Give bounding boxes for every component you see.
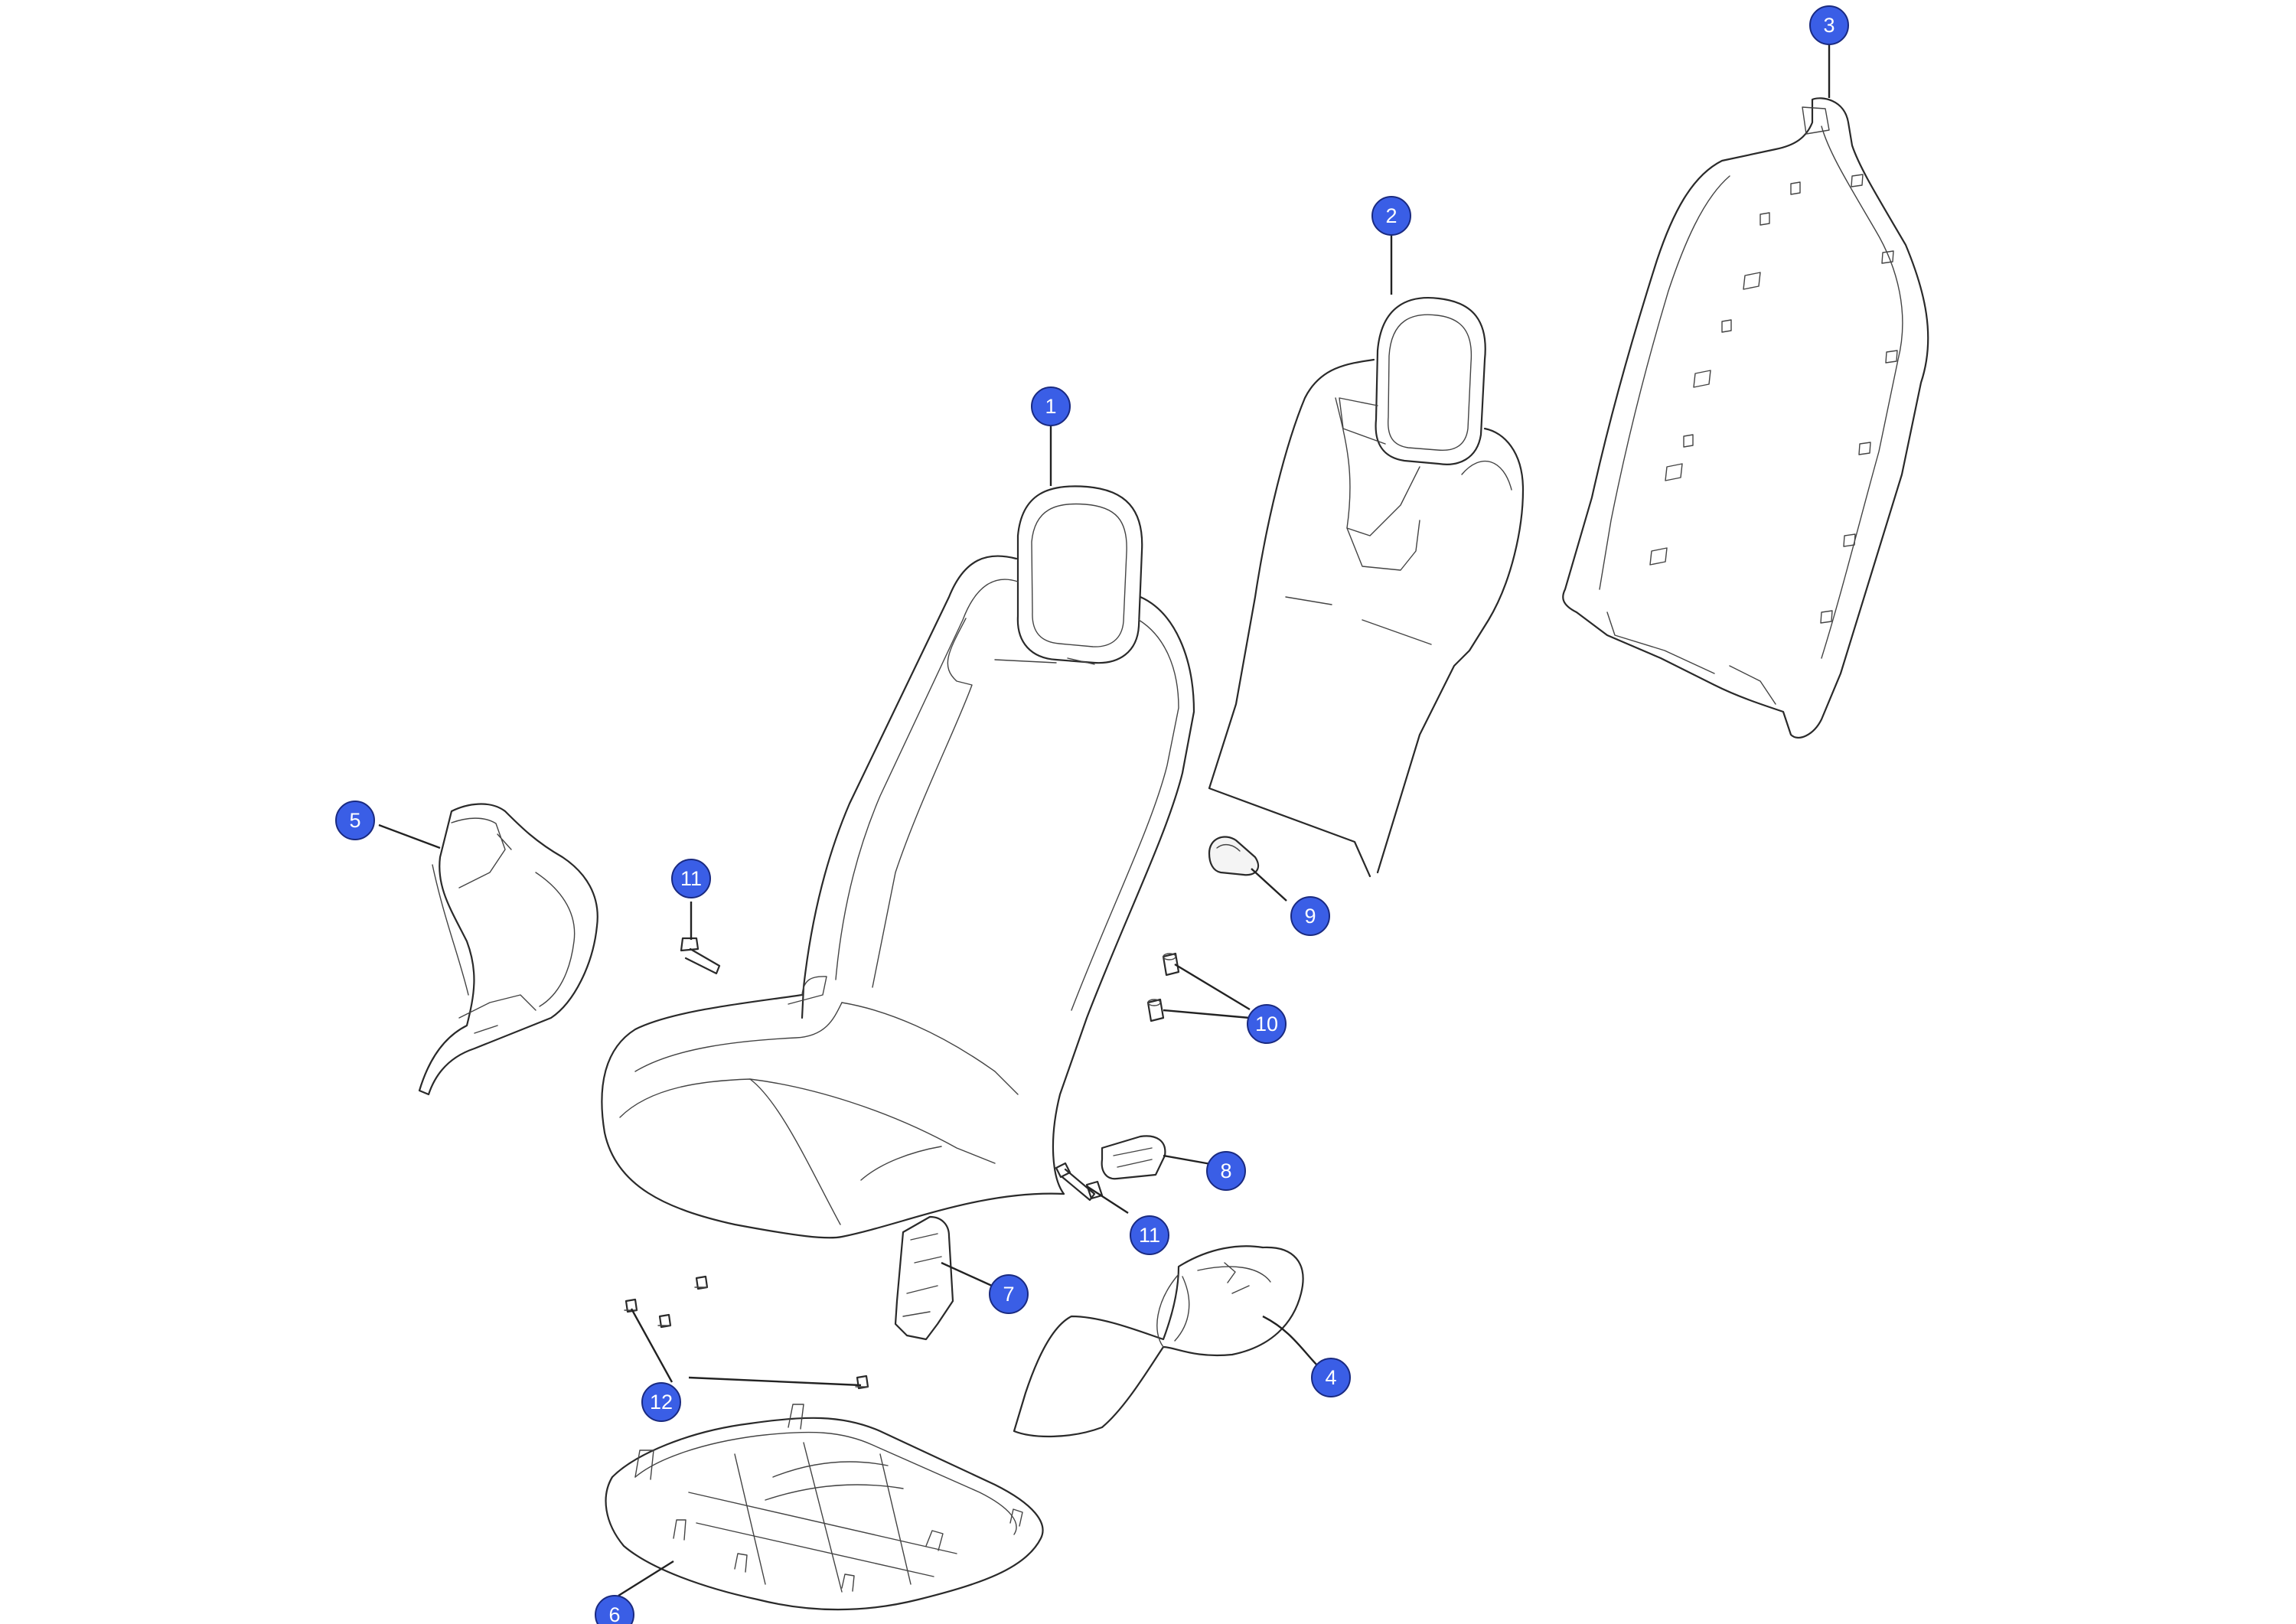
backrest-foam: [1208, 297, 1525, 878]
svg-text:12: 12: [650, 1391, 673, 1414]
trim-clip: [1101, 1135, 1166, 1180]
leader-lines: [378, 43, 1831, 1597]
svg-text:11: 11: [680, 867, 702, 890]
seat-base-frame: [605, 1404, 1044, 1611]
callouts: 1 2 3 4 5 6 7 8: [335, 5, 1849, 1624]
callout-5[interactable]: 5: [335, 801, 375, 840]
svg-text:7: 7: [1003, 1283, 1014, 1306]
callout-9[interactable]: 9: [1290, 896, 1330, 936]
seat-assembly: [601, 485, 1195, 1239]
hinge-bracket: [894, 1215, 954, 1341]
svg-text:5: 5: [349, 809, 360, 832]
svg-text:8: 8: [1220, 1159, 1231, 1182]
svg-text:3: 3: [1823, 14, 1835, 37]
callout-1[interactable]: 1: [1031, 386, 1071, 426]
pin-pair: [1146, 952, 1180, 1022]
svg-text:6: 6: [608, 1603, 620, 1624]
callout-12[interactable]: 12: [641, 1382, 681, 1422]
callout-7[interactable]: 7: [989, 1274, 1029, 1314]
callout-11-lower[interactable]: 11: [1130, 1215, 1169, 1255]
svg-text:10: 10: [1255, 1013, 1278, 1035]
bolt-upper: [680, 937, 721, 975]
backrest-frame: [1562, 97, 1929, 739]
svg-text:4: 4: [1325, 1366, 1336, 1389]
callout-8[interactable]: 8: [1206, 1151, 1246, 1191]
callout-6[interactable]: 6: [595, 1595, 634, 1624]
side-panel-right: [1013, 1245, 1304, 1438]
callout-10[interactable]: 10: [1247, 1004, 1287, 1044]
lever-knob: [1208, 836, 1260, 876]
svg-text:1: 1: [1045, 395, 1056, 418]
callout-11-upper[interactable]: 11: [671, 859, 711, 898]
svg-text:9: 9: [1304, 905, 1316, 928]
svg-text:11: 11: [1139, 1224, 1160, 1247]
callout-4[interactable]: 4: [1311, 1358, 1351, 1397]
svg-text:2: 2: [1385, 204, 1397, 227]
callout-2[interactable]: 2: [1371, 196, 1411, 236]
callout-3[interactable]: 3: [1809, 5, 1849, 45]
clip-set: [624, 1275, 869, 1390]
side-panel-left: [418, 803, 598, 1096]
